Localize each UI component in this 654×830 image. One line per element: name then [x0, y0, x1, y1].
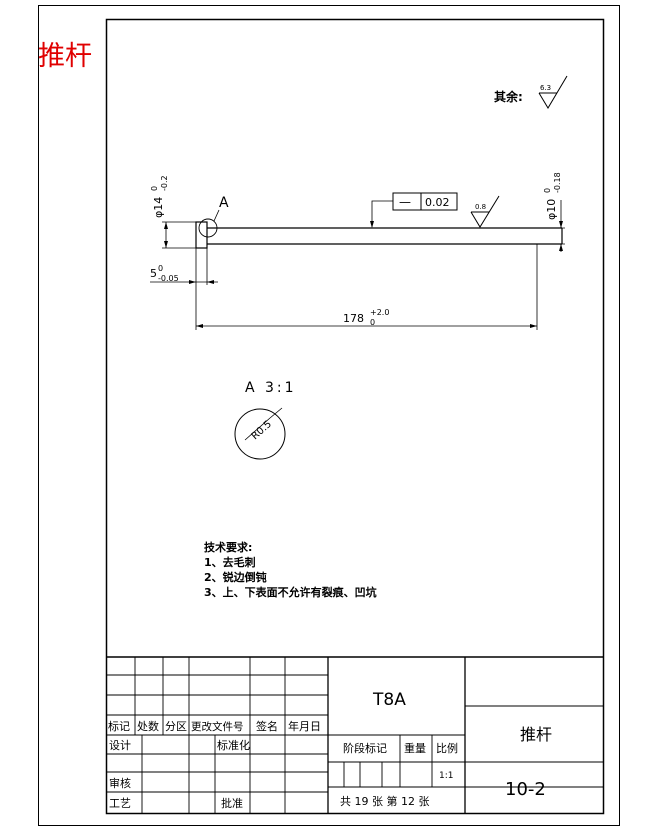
svg-text:0: 0: [158, 264, 163, 273]
roughness-other-symbol: 6.3: [538, 75, 568, 109]
detail-title: A 3:1: [245, 380, 297, 396]
svg-text:技术要求:: 技术要求:: [204, 540, 252, 554]
svg-text:-0.05: -0.05: [158, 274, 179, 283]
drawing-number: 10-2: [505, 779, 546, 800]
svg-text:1、去毛刺: 1、去毛刺: [204, 555, 256, 569]
label-review: 审核: [109, 776, 131, 790]
detail-callout: A: [198, 195, 229, 238]
page-title: 推杆: [38, 41, 92, 72]
svg-text:178: 178: [343, 312, 364, 325]
label-weight: 重量: [404, 741, 426, 755]
svg-text:2、锐边倒钝: 2、锐边倒钝: [204, 570, 267, 584]
dim-dia10: φ10 0 -0.18: [543, 172, 563, 252]
inner-frame: [105, 18, 605, 815]
title-block: [106, 656, 603, 813]
svg-text:φ10: φ10: [545, 199, 558, 220]
svg-text:—: —: [399, 195, 411, 209]
label-design: 设计: [109, 739, 131, 752]
svg-text:0: 0: [370, 318, 375, 327]
label-change-doc: 更改文件号: [191, 720, 244, 733]
scale-value: 1:1: [439, 771, 453, 781]
label-date: 年月日: [288, 719, 321, 733]
label-mark: 标记: [108, 719, 130, 733]
svg-text:0.8: 0.8: [475, 203, 486, 211]
part-name: 推杆: [520, 725, 552, 744]
detail-view: A 3:1 R0.5: [234, 380, 297, 460]
dim-len5: 5 0 -0.05: [150, 264, 218, 284]
svg-text:0: 0: [150, 186, 159, 191]
svg-text:0: 0: [543, 188, 552, 193]
label-count: 处数: [137, 720, 159, 733]
dim-dia14: φ14 0 -0.2: [150, 175, 169, 248]
label-stage: 阶段标记: [343, 741, 387, 755]
part-outline: [195, 221, 563, 249]
roughness-other-label: 其余:: [494, 89, 523, 104]
sheet-info: 共 19 张 第 12 张: [340, 794, 429, 808]
label-standard: 标准化: [217, 738, 250, 752]
label-scale: 比例: [436, 741, 458, 755]
detail-radius: R0.5: [250, 419, 274, 442]
svg-text:3、上、下表面不允许有裂痕、凹坑: 3、上、下表面不允许有裂痕、凹坑: [204, 585, 377, 599]
material: T8A: [372, 690, 406, 710]
outer-border: [38, 5, 620, 826]
label-sign: 签名: [256, 719, 278, 733]
svg-text:-0.2: -0.2: [160, 175, 169, 191]
tech-requirements: 技术要求: 1、去毛刺 2、锐边倒钝 3、上、下表面不允许有裂痕、凹坑: [204, 540, 377, 599]
label-zone: 分区: [165, 720, 187, 733]
svg-text:+2.0: +2.0: [370, 308, 389, 317]
svg-text:φ14: φ14: [152, 197, 165, 218]
tolerance-frame: — 0.02: [370, 192, 458, 228]
roughness-other-value: 6.3: [540, 84, 551, 92]
svg-text:5: 5: [150, 267, 157, 280]
dim-len178: 178 +2.0 0: [196, 308, 537, 328]
detail-callout-letter: A: [219, 195, 229, 211]
label-process: 工艺: [109, 797, 131, 810]
svg-text:-0.18: -0.18: [553, 172, 562, 193]
roughness-surface-symbol: 0.8: [470, 195, 500, 228]
label-approve: 批准: [221, 796, 243, 810]
svg-text:0.02: 0.02: [425, 196, 450, 209]
